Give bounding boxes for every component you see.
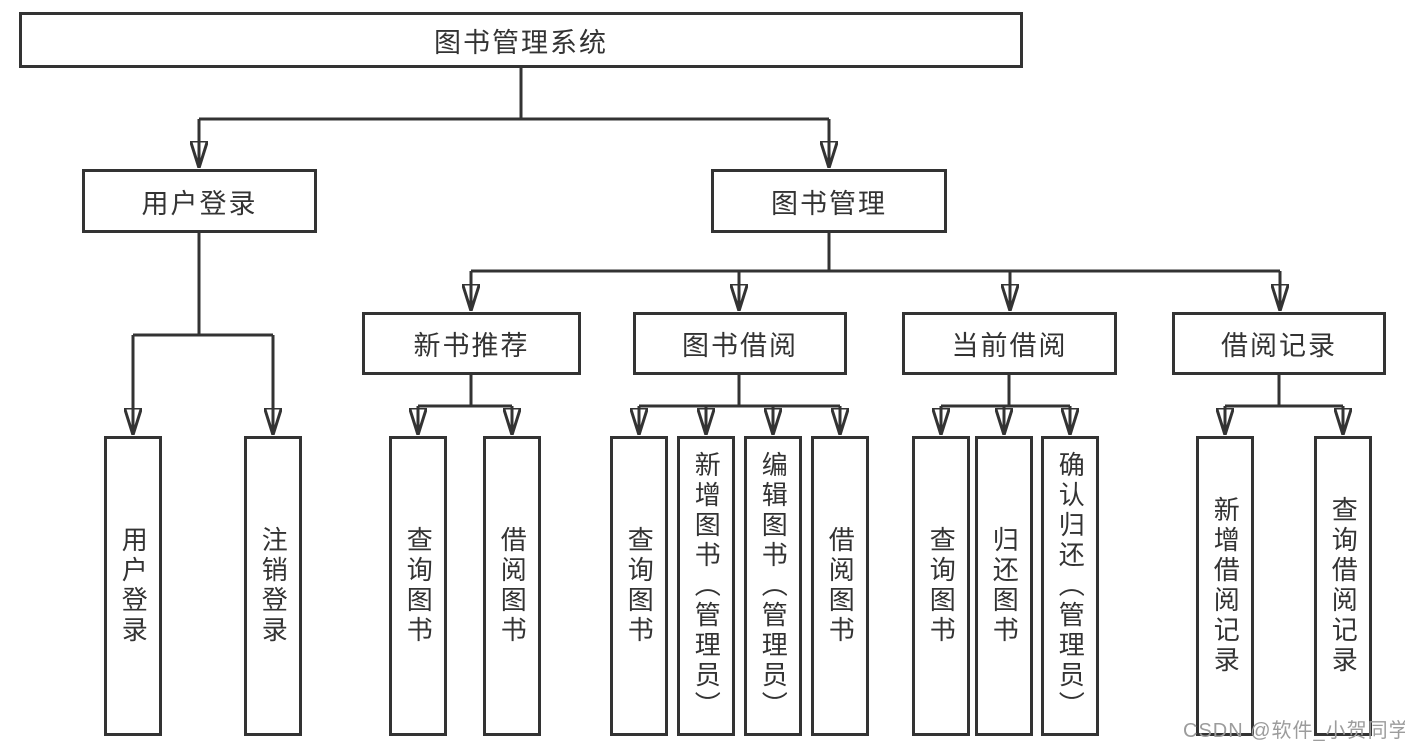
wire-book-borrow-branch: [639, 375, 840, 408]
leaf-confirm-return-admin: 确认归还（管理员）: [1041, 436, 1099, 736]
wire-new-book-rec-branch: [418, 375, 512, 408]
leaf-query-books-2: 查询图书: [610, 436, 668, 736]
leaf-borrow-books-2: 借阅图书: [811, 436, 869, 736]
leaf-return-book: 归还图书: [975, 436, 1033, 736]
wire-root-stub: [199, 68, 829, 121]
node-book-management: 图书管理: [711, 169, 947, 233]
node-new-book-recommendation: 新书推荐: [362, 312, 581, 375]
node-book-borrowing: 图书借阅: [633, 312, 847, 375]
leaf-logout: 注销登录: [244, 436, 302, 736]
node-current-borrowing: 当前借阅: [902, 312, 1117, 375]
leaf-user-login: 用户登录: [104, 436, 162, 736]
csdn-watermark: CSDN @软件_小贺同学: [1183, 720, 1405, 742]
leaf-add-book-admin: 新增图书（管理员）: [677, 436, 735, 736]
leaf-borrow-books-1: 借阅图书: [483, 436, 541, 736]
leaf-query-books-3: 查询图书: [912, 436, 970, 736]
leaf-query-borrow-record: 查询借阅记录: [1314, 436, 1372, 736]
leaf-edit-book-admin: 编辑图书（管理员）: [744, 436, 802, 736]
leaf-query-books-1: 查询图书: [389, 436, 447, 736]
node-user-login: 用户登录: [82, 169, 317, 233]
node-borrowing-records: 借阅记录: [1172, 312, 1386, 375]
wire-book-mgmt-branch: [471, 233, 1280, 273]
leaf-add-borrow-record: 新增借阅记录: [1196, 436, 1254, 736]
wire-current-borrow-branch: [941, 375, 1070, 408]
wire-borrow-records-branch: [1225, 375, 1343, 408]
wire-user-login-branch: [133, 233, 273, 337]
node-library-management-system: 图书管理系统: [19, 12, 1023, 68]
